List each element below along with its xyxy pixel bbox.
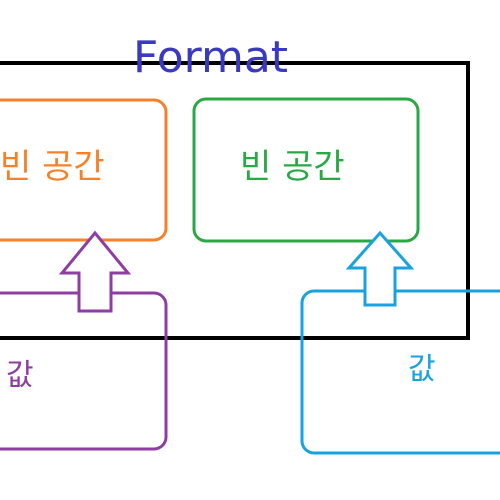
format-frame xyxy=(0,61,470,340)
empty-space-box-green xyxy=(192,97,420,243)
up-arrow-icon-blue xyxy=(345,230,415,307)
value-label-purple: 값 xyxy=(6,358,34,393)
up-arrow-icon-purple xyxy=(58,230,132,313)
value-box-purple xyxy=(0,291,168,451)
empty-space-label-orange: 빈 공간 xyxy=(0,147,105,187)
empty-space-box-orange xyxy=(0,98,168,242)
value-label-blue: 값 xyxy=(408,352,436,387)
value-box-blue xyxy=(300,289,500,455)
empty-space-label-green: 빈 공간 xyxy=(240,147,345,187)
format-title: Format xyxy=(133,32,289,83)
